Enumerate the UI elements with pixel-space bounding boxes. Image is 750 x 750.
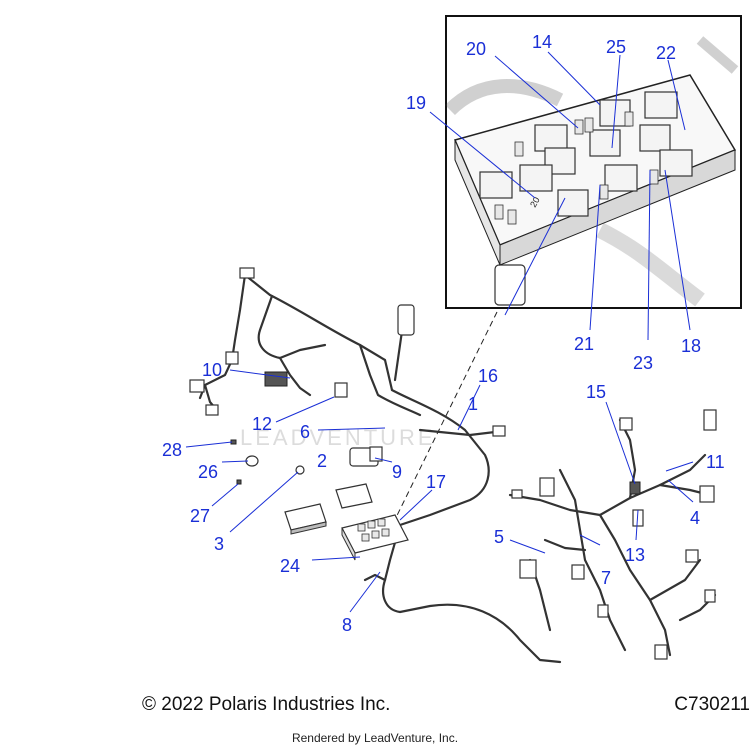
clip xyxy=(236,479,242,485)
fuse-box-assembly xyxy=(341,514,409,561)
callout-12: 12 xyxy=(252,414,272,434)
callout-19: 19 xyxy=(406,93,426,113)
callout-9: 9 xyxy=(392,462,402,482)
connector xyxy=(619,417,633,431)
connector xyxy=(571,564,585,580)
callout-28: 28 xyxy=(162,440,182,460)
connector xyxy=(397,304,415,336)
fuse xyxy=(507,209,517,225)
main-harness xyxy=(341,388,562,664)
callout-5: 5 xyxy=(494,527,504,547)
callout-24: 24 xyxy=(280,556,300,576)
connector xyxy=(369,446,383,462)
callout-15: 15 xyxy=(586,382,606,402)
fuse-box: 20 xyxy=(453,74,737,266)
callout-17: 17 xyxy=(426,472,446,492)
fuse xyxy=(514,141,524,157)
relay xyxy=(604,164,638,192)
connector xyxy=(511,489,523,499)
connector xyxy=(699,485,715,503)
callout-4: 4 xyxy=(690,508,700,528)
connector xyxy=(225,351,239,365)
relay xyxy=(519,164,553,192)
relay xyxy=(557,189,589,217)
connector xyxy=(519,559,537,579)
connector xyxy=(629,481,641,495)
callout-21: 21 xyxy=(574,334,594,354)
callout-2: 2 xyxy=(317,451,327,471)
connector xyxy=(685,549,699,563)
relay-label: 20 xyxy=(528,195,542,209)
callout-13: 13 xyxy=(625,545,645,565)
right-harness xyxy=(508,409,717,660)
callout-8: 8 xyxy=(342,615,352,635)
callout-3: 3 xyxy=(214,534,224,554)
callout-25: 25 xyxy=(606,37,626,57)
reference-line xyxy=(381,311,498,547)
upper-harness xyxy=(189,267,422,417)
callout-20: 20 xyxy=(466,39,486,59)
fuse xyxy=(624,111,634,127)
connector xyxy=(492,425,506,437)
fuse xyxy=(494,204,504,220)
fusebox-inset: 20 20 14 25 22 19 xyxy=(406,15,742,341)
connector xyxy=(205,404,219,416)
callout-6: 6 xyxy=(300,422,310,442)
connector xyxy=(334,382,348,398)
connector xyxy=(239,267,255,279)
copyright-text: © 2022 Polaris Industries Inc. xyxy=(142,694,391,715)
fuse xyxy=(599,184,609,200)
loose-parts xyxy=(230,439,373,535)
fuse xyxy=(649,169,659,185)
fuse xyxy=(584,117,594,133)
module xyxy=(264,371,288,387)
callout-10: 10 xyxy=(202,360,222,380)
connector xyxy=(654,644,668,660)
callout-27: 27 xyxy=(190,506,210,526)
callout-11: 11 xyxy=(706,452,725,472)
leader-lines xyxy=(185,369,694,613)
callout-1: 1 xyxy=(468,394,478,414)
relay xyxy=(589,129,621,157)
callout-22: 22 xyxy=(656,43,676,63)
relay xyxy=(659,149,693,177)
callout-16: 16 xyxy=(478,366,498,386)
label-pad xyxy=(335,483,373,509)
relay xyxy=(534,124,568,152)
connector xyxy=(704,589,716,603)
callout-14: 14 xyxy=(532,32,552,52)
fuse xyxy=(574,119,584,135)
relay xyxy=(479,171,513,199)
relay xyxy=(639,124,671,152)
callout-23: 23 xyxy=(633,353,653,373)
callout-26: 26 xyxy=(198,462,218,482)
part-code: C730211 xyxy=(674,694,750,715)
connector xyxy=(189,379,205,393)
rendered-by-text: Rendered by LeadVenture, Inc. xyxy=(291,731,459,745)
relay xyxy=(644,91,678,119)
callout-18: 18 xyxy=(681,336,701,356)
connector xyxy=(597,604,609,618)
callout-7: 7 xyxy=(601,568,611,588)
control-module xyxy=(284,503,327,535)
connector xyxy=(703,409,717,431)
connector xyxy=(539,477,555,497)
